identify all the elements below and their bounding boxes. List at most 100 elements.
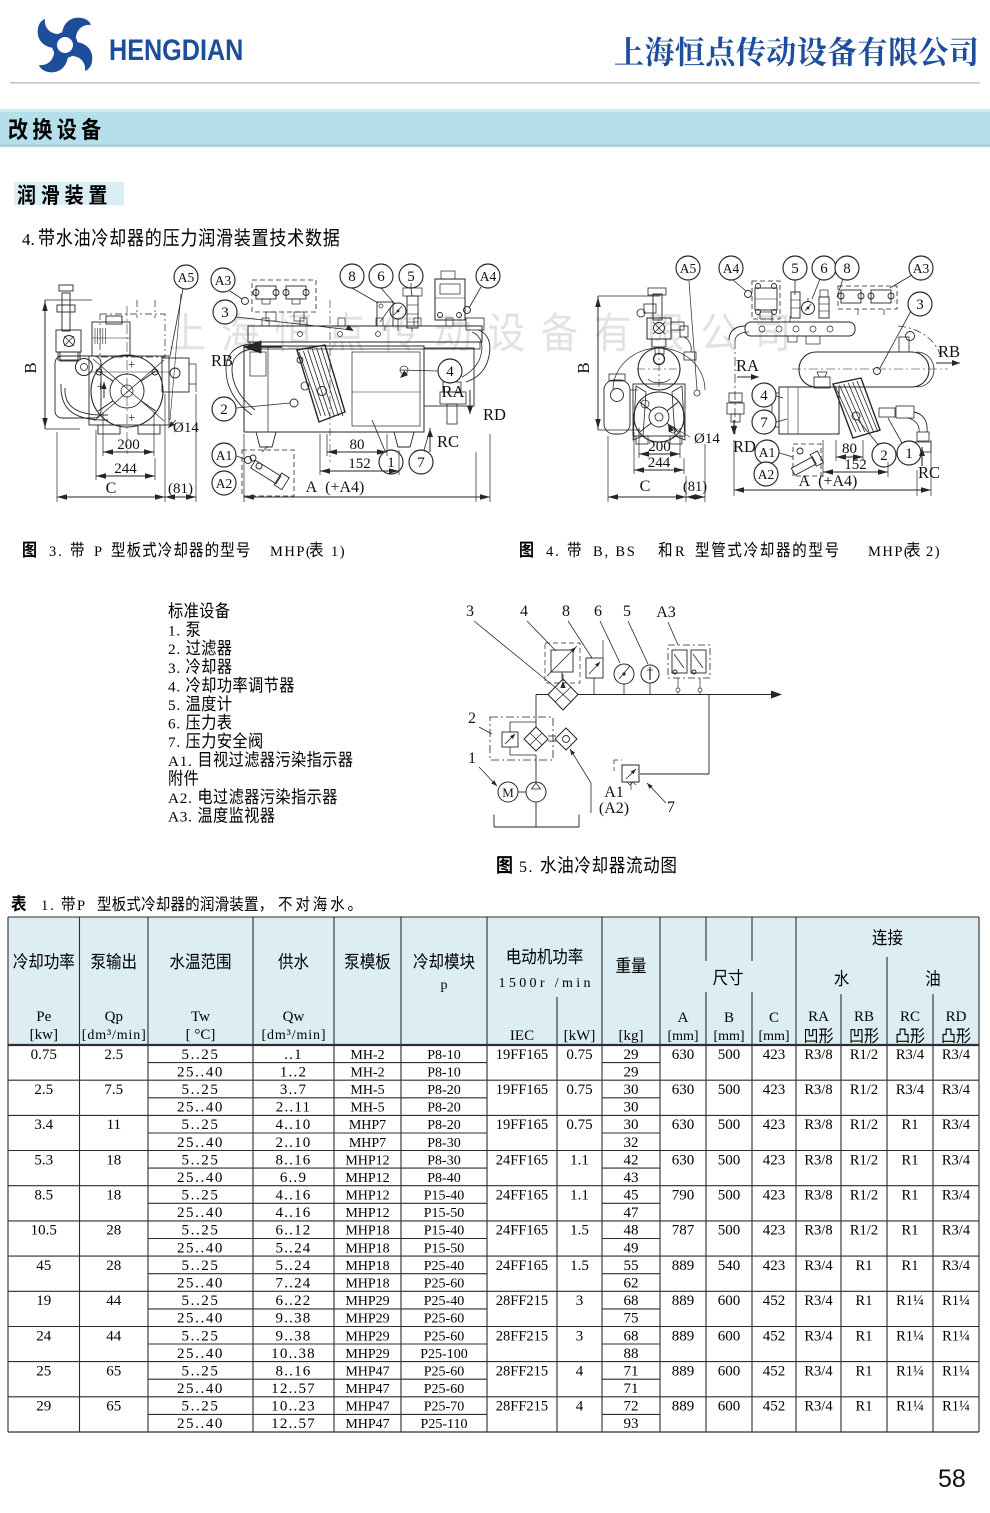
svg-text:R1¼: R1¼ (896, 1363, 924, 1379)
svg-text:0.75: 0.75 (31, 1047, 57, 1063)
svg-text:12..57: 12..57 (271, 1416, 316, 1432)
svg-text:75: 75 (624, 1311, 639, 1327)
svg-text:2): 2) (926, 544, 941, 560)
svg-text:93: 93 (624, 1416, 639, 1432)
svg-text:3: 3 (576, 1293, 584, 1309)
svg-text:5: 5 (791, 261, 799, 277)
svg-text:5..25: 5..25 (182, 1293, 220, 1309)
svg-text:7: 7 (667, 799, 675, 816)
svg-text:R3/8: R3/8 (804, 1223, 832, 1239)
svg-text:MHP12: MHP12 (345, 1189, 389, 1204)
svg-text:5..25: 5..25 (182, 1363, 220, 1379)
svg-text:889: 889 (672, 1328, 695, 1344)
svg-text:0.75: 0.75 (566, 1047, 592, 1063)
svg-text:25..40: 25..40 (177, 1100, 224, 1116)
svg-text:A1: A1 (759, 445, 776, 460)
svg-text:MH-5: MH-5 (350, 1101, 384, 1116)
svg-text:P25-110: P25-110 (421, 1417, 468, 1432)
svg-text:630: 630 (672, 1047, 695, 1063)
svg-text:A (+A4): A (+A4) (306, 479, 365, 496)
svg-text:P25-40: P25-40 (424, 1294, 464, 1309)
svg-text:MHP12: MHP12 (345, 1153, 389, 1168)
svg-text:2: 2 (880, 448, 888, 464)
svg-text:47: 47 (624, 1205, 640, 1221)
svg-text:R1¼: R1¼ (942, 1399, 970, 1415)
svg-text:MHP18: MHP18 (345, 1224, 389, 1239)
svg-text:MHP29: MHP29 (345, 1347, 389, 1362)
svg-text:P8-10: P8-10 (427, 1065, 460, 1080)
svg-text:452: 452 (763, 1399, 786, 1415)
svg-text:[dm³/min]: [dm³/min] (262, 1028, 326, 1043)
svg-text:MHP47: MHP47 (345, 1364, 389, 1379)
svg-text:25..40: 25..40 (177, 1311, 224, 1327)
svg-text:R1/2: R1/2 (850, 1082, 878, 1098)
svg-text:8..16: 8..16 (276, 1363, 312, 1379)
svg-text:R3/8: R3/8 (804, 1047, 832, 1063)
svg-text:423: 423 (763, 1047, 786, 1063)
svg-text:25..40: 25..40 (177, 1276, 224, 1292)
svg-text:29: 29 (624, 1047, 639, 1063)
svg-text:28: 28 (106, 1223, 121, 1239)
svg-text:423: 423 (763, 1258, 786, 1274)
svg-text:889: 889 (672, 1293, 695, 1309)
svg-text:9..38: 9..38 (276, 1311, 312, 1327)
svg-text:423: 423 (763, 1152, 786, 1168)
svg-text:12..57: 12..57 (271, 1381, 316, 1397)
svg-text:(81): (81) (168, 481, 193, 497)
svg-text:25..40: 25..40 (177, 1170, 224, 1186)
svg-text:3.4: 3.4 (34, 1117, 53, 1133)
svg-text:7.: 7. (168, 734, 186, 751)
svg-text:3: 3 (916, 297, 924, 313)
svg-text:R3/8: R3/8 (804, 1082, 832, 1098)
svg-text:MHP7: MHP7 (349, 1136, 386, 1151)
svg-text:R3/4: R3/4 (804, 1328, 833, 1344)
svg-text:MHP18: MHP18 (345, 1259, 389, 1274)
svg-text:P: P (77, 898, 92, 914)
svg-text:P25-40: P25-40 (424, 1259, 464, 1274)
svg-text:18: 18 (106, 1188, 121, 1204)
svg-text:2.5: 2.5 (34, 1082, 53, 1098)
svg-text:452: 452 (763, 1328, 786, 1344)
svg-text:RD: RD (733, 437, 756, 456)
svg-text:3.: 3. (49, 544, 64, 560)
svg-text:A3: A3 (215, 273, 232, 288)
svg-text:3..7: 3..7 (280, 1082, 307, 1098)
svg-text:6.: 6. (168, 716, 186, 733)
svg-text:25..40: 25..40 (177, 1346, 224, 1362)
svg-text:MHP29: MHP29 (345, 1312, 389, 1327)
svg-text:25..40: 25..40 (177, 1240, 224, 1256)
svg-text:P: P (94, 544, 104, 560)
svg-text:889: 889 (672, 1258, 695, 1274)
svg-text:500: 500 (718, 1117, 741, 1133)
svg-text:152: 152 (844, 457, 867, 473)
svg-text:25..40: 25..40 (177, 1205, 224, 1221)
svg-text:25..40: 25..40 (177, 1416, 224, 1432)
svg-text:540: 540 (718, 1258, 741, 1274)
svg-text:4: 4 (576, 1363, 584, 1379)
svg-text:71: 71 (624, 1363, 639, 1379)
svg-text:44: 44 (106, 1293, 122, 1309)
svg-text:24FF165: 24FF165 (496, 1258, 548, 1274)
svg-text:200: 200 (117, 437, 140, 453)
svg-text:Qw: Qw (283, 1009, 305, 1025)
svg-text:[mm]: [mm] (667, 1029, 698, 1044)
svg-text:5.: 5. (168, 697, 186, 714)
svg-text:1.5: 1.5 (570, 1223, 589, 1239)
svg-text:RD: RD (946, 1009, 967, 1025)
svg-text:A4: A4 (480, 269, 497, 284)
svg-text:C: C (640, 478, 651, 495)
svg-text:452: 452 (763, 1363, 786, 1379)
svg-text:5..25: 5..25 (182, 1152, 220, 1168)
svg-text:7: 7 (760, 415, 768, 431)
svg-text:8: 8 (562, 603, 570, 620)
svg-text:P25-60: P25-60 (424, 1364, 464, 1379)
svg-text:19FF165: 19FF165 (496, 1047, 548, 1063)
svg-text:500: 500 (718, 1223, 741, 1239)
svg-text:R3/4: R3/4 (804, 1258, 833, 1274)
svg-text:49: 49 (624, 1240, 639, 1256)
svg-text:2..10: 2..10 (276, 1135, 312, 1151)
svg-text:9..38: 9..38 (276, 1328, 312, 1344)
svg-text:A1.: A1. (168, 753, 197, 770)
svg-text:(A2): (A2) (599, 800, 629, 817)
svg-text:R1/2: R1/2 (850, 1152, 878, 1168)
